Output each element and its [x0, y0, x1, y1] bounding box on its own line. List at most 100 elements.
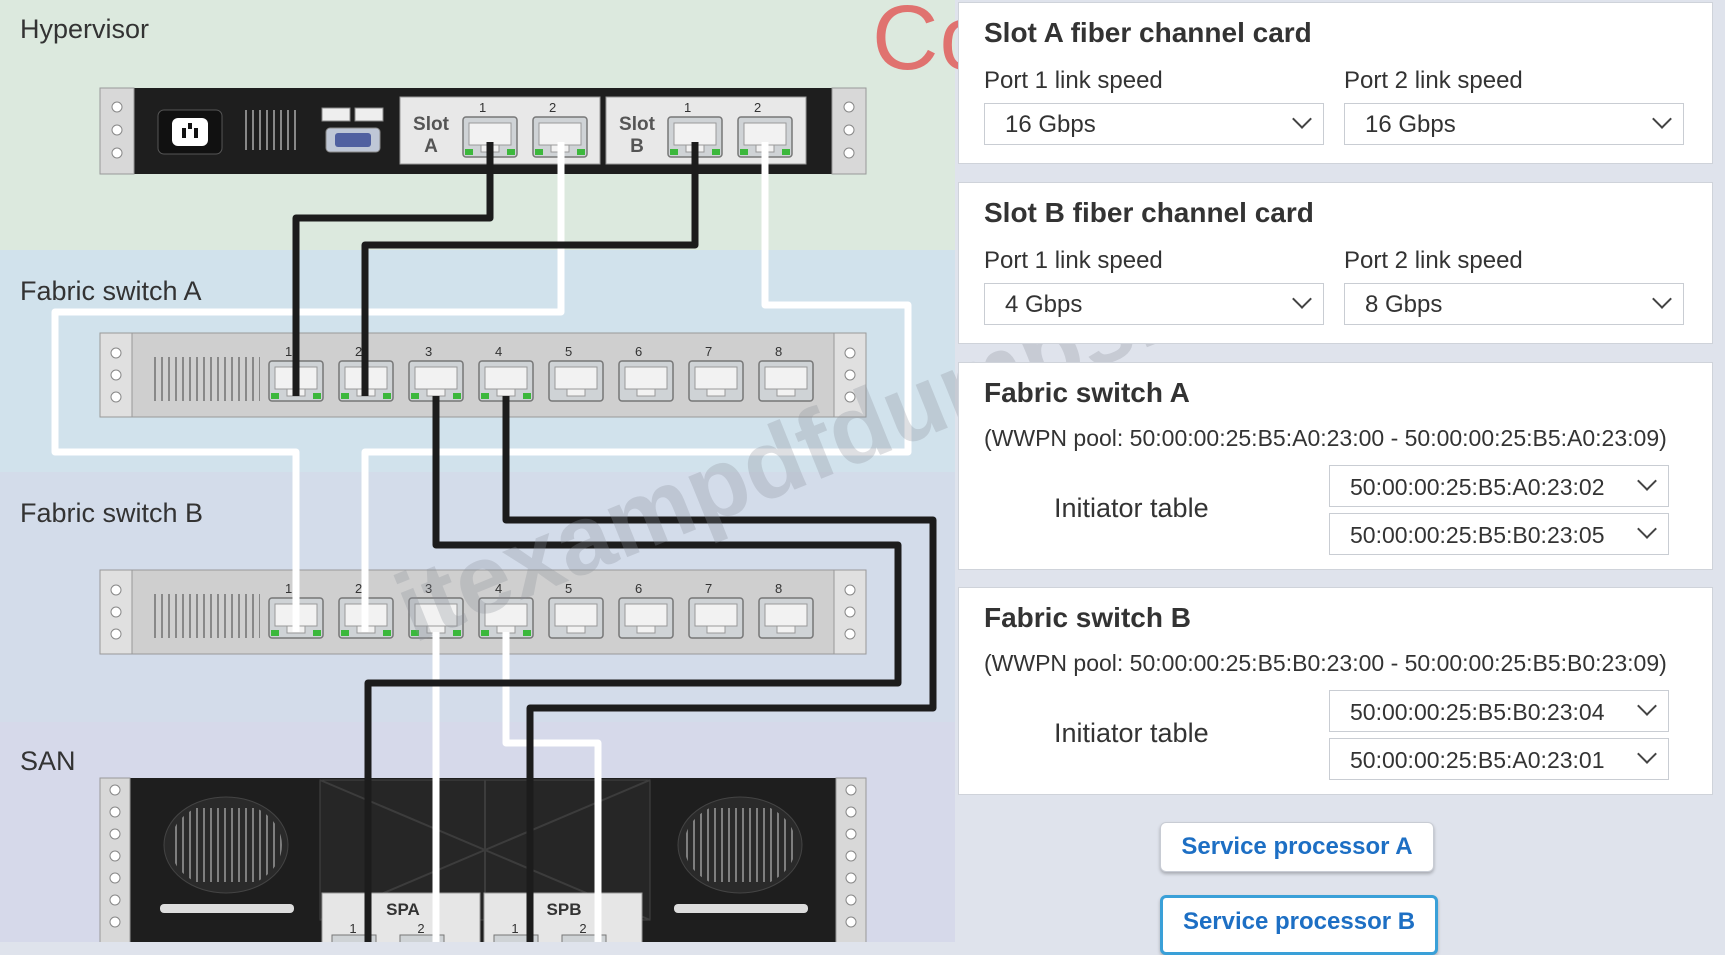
fabric-b-port-2[interactable]: 2 — [338, 581, 394, 639]
slot-b-port1-label: Port 1 link speed — [984, 247, 1163, 274]
slot-b-port1-speed-value: 4 Gbps — [1005, 291, 1083, 318]
slot-a-panel: Slot A fiber channel card Port 1 link sp… — [958, 2, 1713, 164]
cable-fsa-4-to-spb-1[interactable] — [502, 396, 937, 942]
slot-b-panel: Slot B fiber channel card Port 1 link sp… — [958, 182, 1713, 344]
chevron-down-icon — [1637, 696, 1657, 716]
spb-port-1[interactable] — [493, 934, 539, 942]
fabric-b-port-7-number: 7 — [705, 581, 712, 596]
fabric-a-port-3-number: 3 — [425, 344, 432, 359]
slot-a-port-1[interactable]: 1 — [462, 100, 518, 158]
chevron-down-icon — [1292, 289, 1312, 309]
fabric-b-port-7[interactable]: 7 — [688, 581, 744, 639]
spb-port-2-number: 2 — [579, 921, 586, 936]
slot-b-label-2: B — [630, 136, 644, 157]
fabric-a-port-5[interactable]: 5 — [548, 344, 604, 402]
chevron-down-icon — [1652, 109, 1672, 129]
spb-label: SPB — [547, 900, 582, 919]
slot-a-label-1: Slot — [413, 114, 450, 135]
slot-a-port1-speed-select[interactable]: 16 Gbps — [984, 103, 1324, 145]
slot-a-port-2[interactable]: 2 — [532, 100, 588, 158]
slot-b-port-1-number: 1 — [684, 100, 691, 115]
slot-a-port1-speed-value: 16 Gbps — [1005, 111, 1096, 138]
slot-b-port-1[interactable]: 1 — [667, 100, 723, 158]
san-label: SAN — [20, 746, 76, 776]
service-processor-b-button[interactable]: Service processor B — [1160, 895, 1438, 955]
cable-hyp-b2-to-fsb-2[interactable] — [361, 142, 912, 632]
fabric-a-initiator-2-value: 50:00:00:25:B5:B0:23:05 — [1350, 522, 1605, 548]
fabric-b-port-3[interactable]: 3 — [408, 581, 464, 639]
fabric-a-port-7[interactable]: 7 — [688, 344, 744, 402]
fabric-a-initiator-1-select[interactable]: 50:00:00:25:B5:A0:23:02 — [1329, 465, 1669, 507]
slot-a-port-1-number: 1 — [479, 100, 486, 115]
slot-b-port-2-number: 2 — [754, 100, 761, 115]
fabric-b-port-8[interactable]: 8 — [758, 581, 814, 639]
spa-label: SPA — [386, 900, 420, 919]
cable-hyp-b1-to-fsa-2[interactable] — [361, 142, 699, 396]
fabric-b-port-4-number: 4 — [495, 581, 502, 596]
fabric-b-port-2-number: 2 — [355, 581, 362, 596]
fabric-a-port-6-number: 6 — [635, 344, 642, 359]
fabric-b-port-1-number: 1 — [285, 581, 292, 596]
fabric-switch-b-panel: Fabric switch B (WWPN pool: 50:00:00:25:… — [958, 587, 1713, 795]
spb-port-1-number: 1 — [511, 921, 518, 936]
slot-a-port2-speed-value: 16 Gbps — [1365, 111, 1456, 138]
fabric-a-port-1[interactable]: 1 — [268, 344, 324, 402]
slot-b-port-2[interactable]: 2 — [737, 100, 793, 158]
fabric-b-port-4[interactable]: 4 — [478, 581, 534, 639]
fabric-a-port-5-number: 5 — [565, 344, 572, 359]
fabric-switch-a-ports: 1 2 3 4 5 6 7 8 — [268, 344, 814, 402]
fabric-b-initiator-label: Initiator table — [1054, 718, 1209, 748]
fabric-a-port-6[interactable]: 6 — [618, 344, 674, 402]
chevron-down-icon — [1637, 744, 1657, 764]
fabric-b-initiator-1-select[interactable]: 50:00:00:25:B5:B0:23:04 — [1329, 690, 1669, 732]
fabric-a-initiator-1-value: 50:00:00:25:B5:A0:23:02 — [1350, 474, 1605, 500]
slot-b-port2-speed-select[interactable]: 8 Gbps — [1344, 283, 1684, 325]
spa-port-2-number: 2 — [417, 921, 424, 936]
fabric-a-port-3[interactable]: 3 — [408, 344, 464, 402]
cable-fsa-3-to-spa-1[interactable] — [364, 396, 902, 942]
cables — [51, 142, 937, 942]
fabric-b-initiator-2-value: 50:00:00:25:B5:A0:23:01 — [1350, 747, 1605, 773]
slot-b-label-1: Slot — [619, 114, 656, 135]
slot-b-port1-speed-select[interactable]: 4 Gbps — [984, 283, 1324, 325]
hypervisor-label: Hypervisor — [20, 14, 150, 44]
fabric-b-port-5-number: 5 — [565, 581, 572, 596]
slot-a-port2-speed-select[interactable]: 16 Gbps — [1344, 103, 1684, 145]
fabric-b-port-6[interactable]: 6 — [618, 581, 674, 639]
spa-port-1[interactable] — [331, 934, 377, 942]
spb-port-2[interactable] — [561, 934, 607, 942]
slot-b-port2-label: Port 2 link speed — [1344, 247, 1523, 274]
slot-b-port2-speed-value: 8 Gbps — [1365, 291, 1443, 318]
cable-hyp-a2-to-fsb-1[interactable] — [51, 142, 565, 632]
fabric-a-port-4[interactable]: 4 — [478, 344, 534, 402]
usb-port-icon — [321, 107, 351, 122]
chevron-down-icon — [1637, 519, 1657, 539]
usb-port-icon — [354, 107, 384, 122]
slot-a-port2-label: Port 2 link speed — [1344, 67, 1523, 94]
fabric-switch-b-ports: 1 2 3 4 5 6 7 8 — [268, 581, 814, 639]
cable-fsb-4-to-spb-2[interactable] — [502, 632, 602, 942]
service-processor-a-button[interactable]: Service processor A — [1160, 822, 1434, 872]
fabric-a-port-7-number: 7 — [705, 344, 712, 359]
spa-port-2[interactable] — [399, 934, 445, 942]
cable-hyp-a1-to-fsa-1[interactable] — [292, 142, 494, 396]
fabric-a-port-2[interactable]: 2 — [338, 344, 394, 402]
fabric-b-port-1[interactable]: 1 — [268, 581, 324, 639]
fabric-b-port-5[interactable]: 5 — [548, 581, 604, 639]
fabric-b-port-6-number: 6 — [635, 581, 642, 596]
fabric-a-initiator-2-select[interactable]: 50:00:00:25:B5:B0:23:05 — [1329, 513, 1669, 555]
san-chassis — [99, 777, 867, 942]
chevron-down-icon — [1292, 109, 1312, 129]
fabric-b-initiator-1-value: 50:00:00:25:B5:B0:23:04 — [1350, 699, 1605, 725]
fabric-b-port-8-number: 8 — [775, 581, 782, 596]
fabric-a-port-2-number: 2 — [355, 344, 362, 359]
fabric-b-wwpn-pool: (WWPN pool: 50:00:00:25:B5:B0:23:00 - 50… — [984, 650, 1667, 676]
fabric-a-port-8[interactable]: 8 — [758, 344, 814, 402]
fabric-a-port-8-number: 8 — [775, 344, 782, 359]
fabric-a-initiator-label: Initiator table — [1054, 493, 1209, 523]
fabric-switch-a-title: Fabric switch A — [984, 377, 1190, 408]
slot-a-title: Slot A fiber channel card — [984, 17, 1312, 48]
fabric-b-initiator-2-select[interactable]: 50:00:00:25:B5:A0:23:01 — [1329, 738, 1669, 780]
fabric-switch-b-title: Fabric switch B — [984, 602, 1191, 633]
